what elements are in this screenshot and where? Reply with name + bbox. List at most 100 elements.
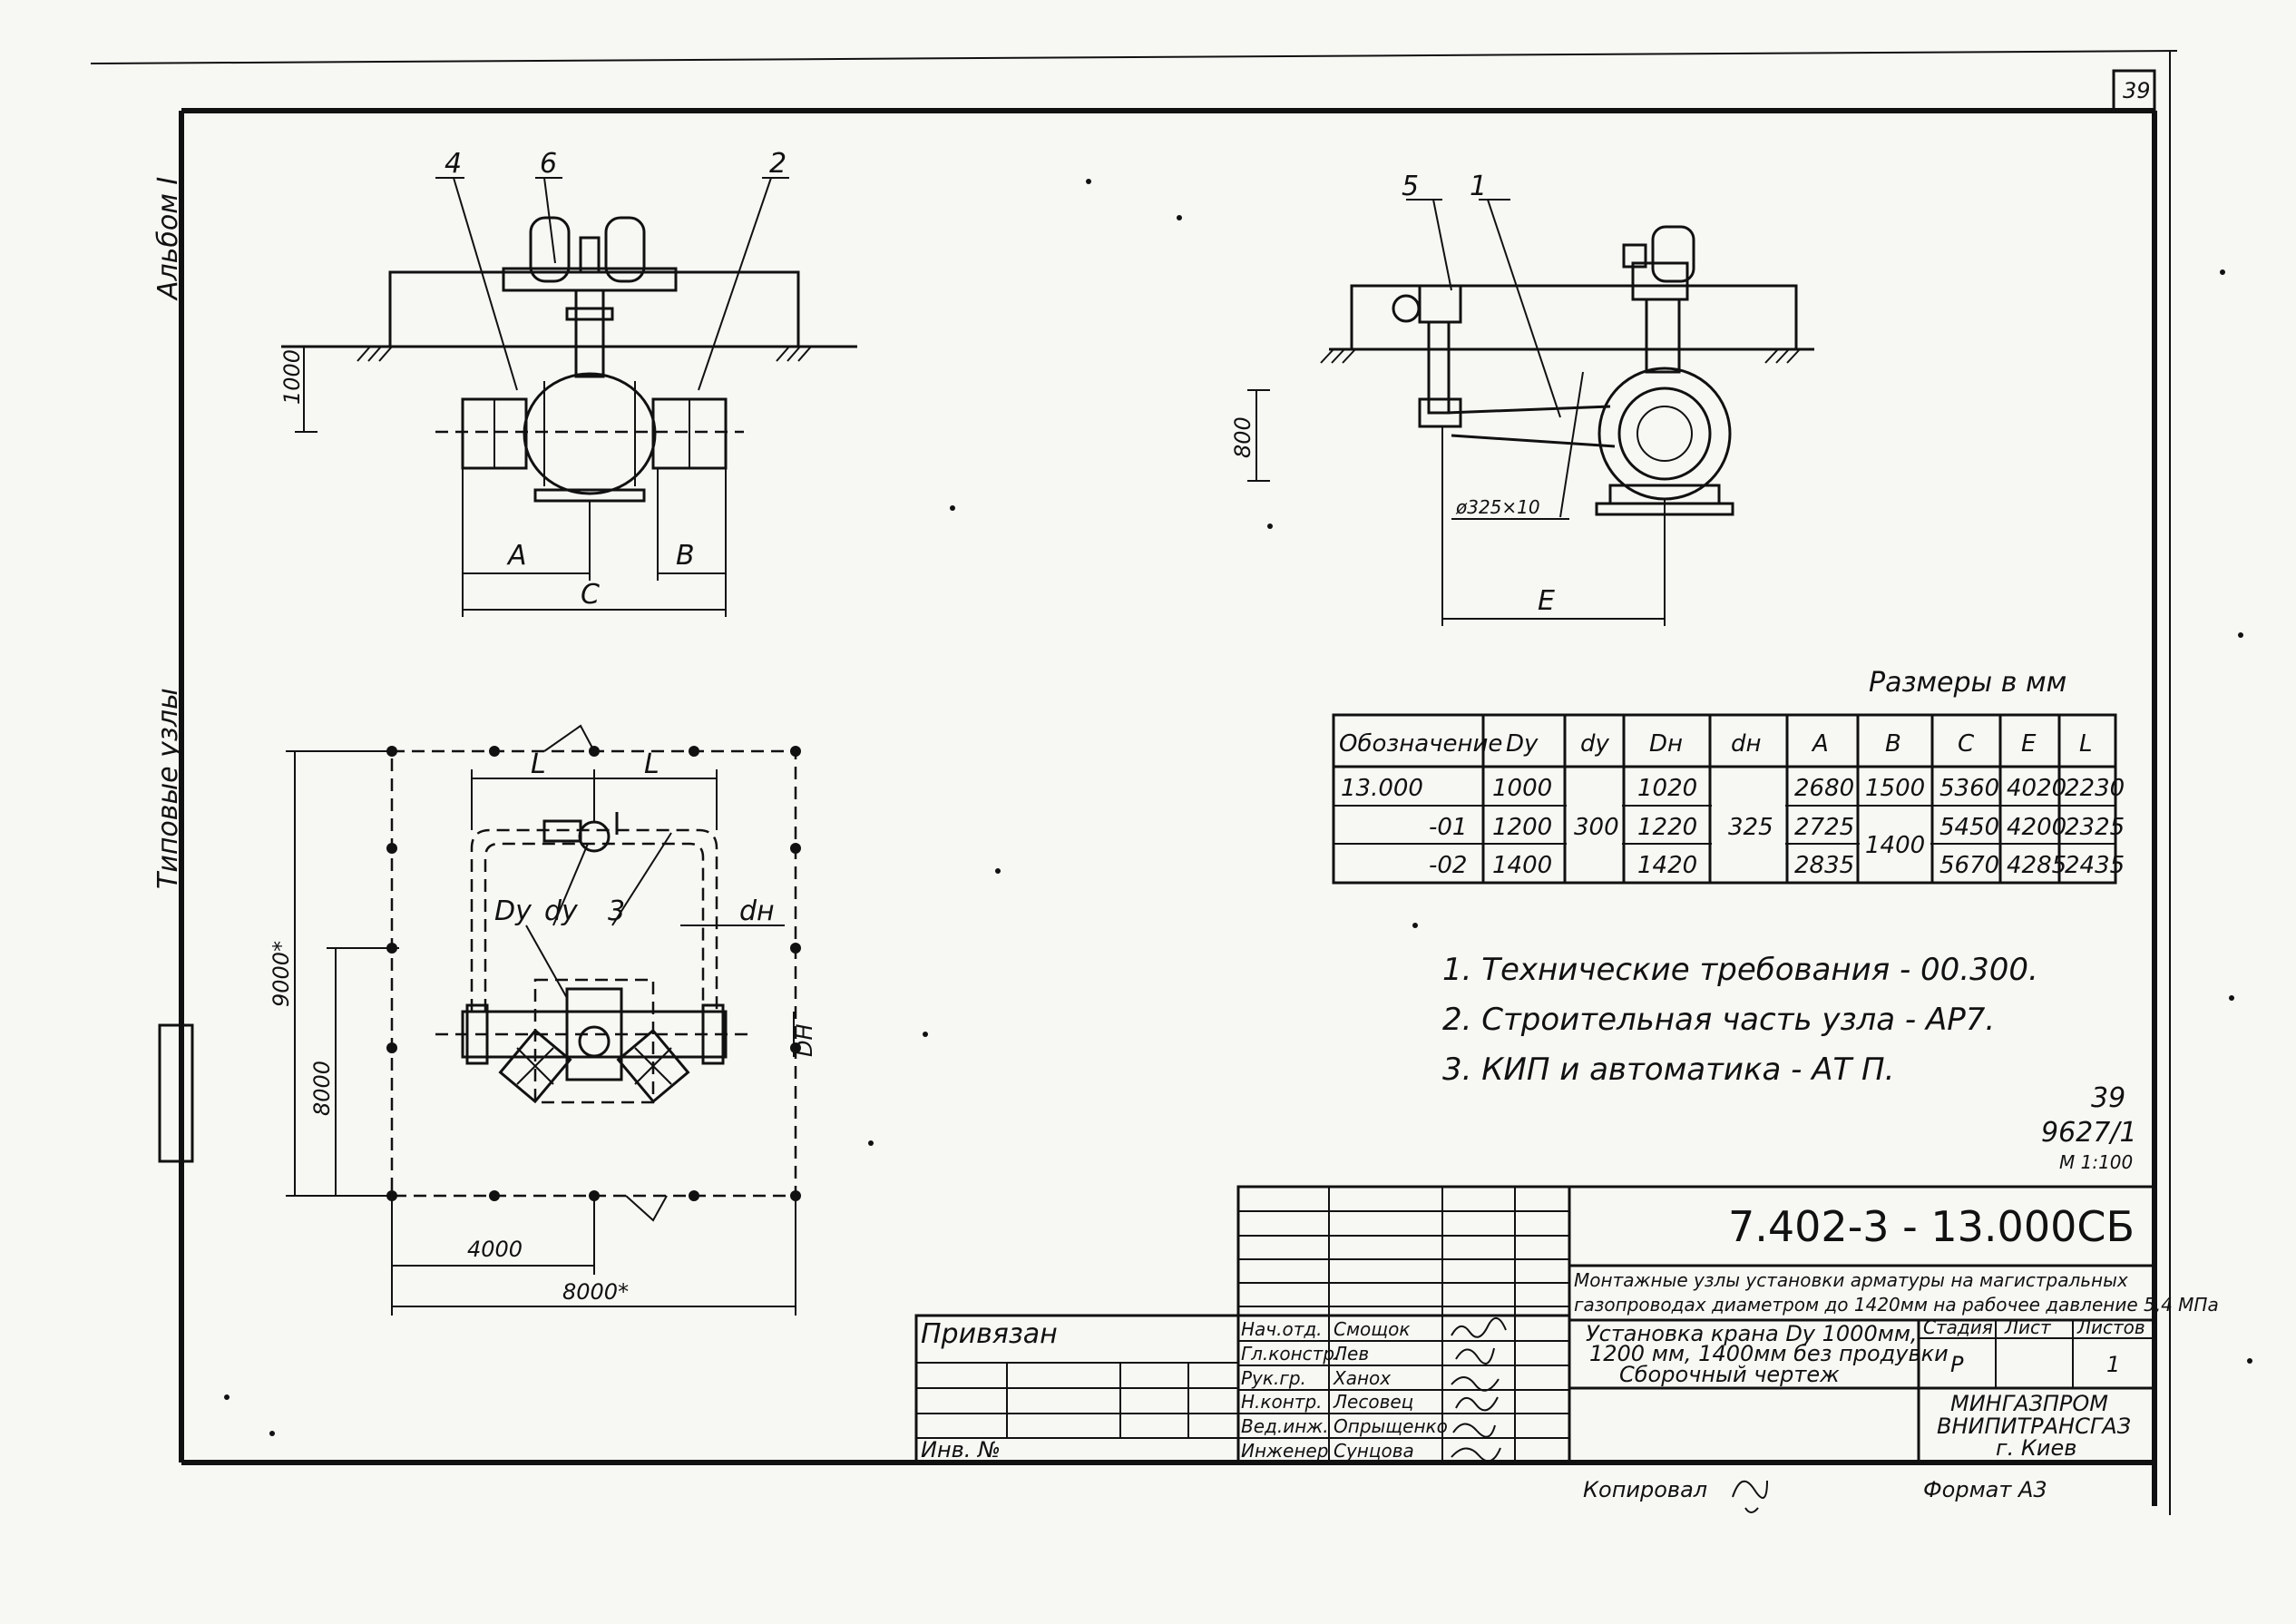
org-name-2: ВНИПИТРАНСГАЗ (1937, 1414, 2131, 1439)
table-row-0-a: 2680 (1794, 775, 1854, 802)
sig-role-5: Инженер (1241, 1440, 1328, 1462)
plan-label-dy: Dy (494, 895, 532, 927)
table-row-1-a: 2725 (1794, 814, 1854, 841)
sig-name-4: Опрыщенко (1334, 1415, 1448, 1437)
table-merged-dy: 300 (1574, 814, 1619, 841)
sig-role-2: Рук.гр. (1241, 1367, 1306, 1389)
table-row-2-c: 5670 (1939, 852, 1999, 879)
plan-dim-4000: 4000 (467, 1237, 523, 1262)
table-merged-dn: 325 (1728, 814, 1773, 841)
copied-label: Копировал (1583, 1477, 1707, 1502)
org-city: г. Киев (1996, 1435, 2076, 1461)
front-callout-6: 6 (540, 148, 557, 180)
plan-dim-l2: L (644, 748, 659, 780)
plan-callout-3: 3 (608, 895, 625, 927)
th-dn-small: dн (1731, 730, 1762, 758)
side-view (1247, 199, 1814, 626)
plan-label-dy-small: dy (544, 895, 579, 927)
note-1: 1. Технические требования - 00.300. (1442, 952, 2038, 988)
plan-dim-9000: 9000* (269, 941, 294, 1007)
sig-role-3: Н.контр. (1241, 1391, 1323, 1413)
plan-dim-l1: L (531, 748, 546, 780)
front-dim-a: A (506, 540, 527, 572)
sig-name-3: Лесовец (1333, 1391, 1413, 1413)
dimensions-caption: Размеры в мм (1869, 667, 2066, 699)
sheet-number: 39 (2123, 78, 2151, 103)
side-pipe-size: ø325×10 (1455, 496, 1540, 518)
table-row-1-designation: -01 (1429, 814, 1467, 841)
org-name-1: МИНГАЗПРОМ (1950, 1391, 2108, 1416)
format-label: Формат А3 (1923, 1477, 2047, 1502)
sig-name-0: Смощок (1334, 1318, 1410, 1340)
stamp-scale: М 1:100 (2059, 1151, 2133, 1173)
th-c: C (1958, 730, 1975, 758)
project-title-line-1: Монтажные узлы установки арматуры на маг… (1574, 1269, 2128, 1291)
table-row-1-dy: 1200 (1492, 814, 1552, 841)
side-dim-800: 800 (1230, 416, 1255, 458)
sig-role-4: Вед.инж. (1241, 1415, 1329, 1437)
table-row-0-designation: 13.000 (1341, 775, 1423, 802)
table-merged-b: 1400 (1865, 832, 1925, 859)
sig-role-0: Нач.отд. (1241, 1318, 1323, 1340)
drawing-title-line-2: 1200 мм, 1400мм без продувки (1589, 1341, 1949, 1366)
title-block (914, 1185, 2156, 1464)
plan-label-dn: DН (792, 1023, 817, 1057)
plan-dim-8000-horizontal: 8000* (562, 1279, 629, 1305)
drawing-title-line-3: Сборочный чертеж (1619, 1362, 1840, 1387)
sheet-header: Лист (2004, 1316, 2052, 1338)
table-row-2-dn: 1420 (1637, 852, 1697, 879)
note-2: 2. Строительная часть узла - АР7. (1442, 1002, 1995, 1038)
dimensions-table (1332, 713, 2117, 885)
side-callout-5: 5 (1402, 171, 1419, 202)
front-view (281, 177, 857, 617)
th-e: E (2021, 730, 2037, 758)
table-row-0-e: 4020 (2007, 775, 2066, 802)
front-callout-4: 4 (445, 148, 462, 180)
scan-noise (224, 179, 2252, 1436)
front-dim-b: B (676, 540, 695, 572)
table-row-1-dn: 1220 (1637, 814, 1697, 841)
sig-name-5: Сунцова (1334, 1440, 1414, 1462)
front-dim-1000: 1000 (279, 349, 305, 405)
table-row-1-c: 5450 (1939, 814, 1999, 841)
stamp-sheet-ref: 39 (2091, 1082, 2125, 1114)
plan-label-dn-small: dн (739, 895, 775, 927)
stamp-ref-no: 9627/1 (2041, 1117, 2137, 1149)
th-dy-big: Dy (1506, 730, 1539, 758)
sheets-value: 1 (2106, 1352, 2120, 1377)
sig-name-2: Ханох (1333, 1367, 1391, 1389)
th-l: L (2079, 730, 2093, 758)
table-row-0-c: 5360 (1939, 775, 1999, 802)
front-dim-c: C (581, 579, 600, 611)
sig-role-1: Гл.констр. (1241, 1343, 1340, 1365)
th-dn-big: Dн (1649, 730, 1683, 758)
stage-header: Стадия (1923, 1316, 1993, 1338)
table-row-0-dn: 1020 (1637, 775, 1697, 802)
plan-dim-8000-vertical: 8000 (309, 1061, 335, 1116)
table-row-2-e: 4285 (2007, 852, 2066, 879)
table-row-2-a: 2835 (1794, 852, 1854, 879)
table-row-0-dy: 1000 (1492, 775, 1552, 802)
project-title-line-2: газопроводах диаметром до 1420мм на рабо… (1574, 1294, 2219, 1316)
th-dy-small: dy (1580, 730, 1610, 758)
table-row-2-l: 2435 (2065, 852, 2125, 879)
sheets-header: Листов (2076, 1316, 2145, 1338)
series-label: Типовые узлы (152, 688, 184, 889)
front-callout-2: 2 (769, 148, 787, 180)
side-dim-e: E (1538, 585, 1555, 617)
th-b: B (1885, 730, 1901, 758)
inv-no-label: Инв. № (921, 1437, 1001, 1463)
side-callout-1: 1 (1470, 171, 1487, 202)
table-row-1-e: 4200 (2007, 814, 2066, 841)
drawing-title-line-1: Установка крана Dy 1000мм, (1586, 1321, 1918, 1346)
album-label: Альбом I (152, 177, 184, 301)
privyazan-label: Привязан (921, 1318, 1058, 1350)
th-a: A (1811, 730, 1829, 758)
drawing-code: 7.402-3 - 13.000СБ (1728, 1202, 2135, 1251)
table-row-2-designation: -02 (1429, 852, 1467, 879)
sig-name-1: Лев (1333, 1343, 1369, 1365)
table-row-0-b: 1500 (1865, 775, 1925, 802)
plan-view (286, 724, 801, 1316)
th-designation: Обозначение (1339, 730, 1502, 758)
